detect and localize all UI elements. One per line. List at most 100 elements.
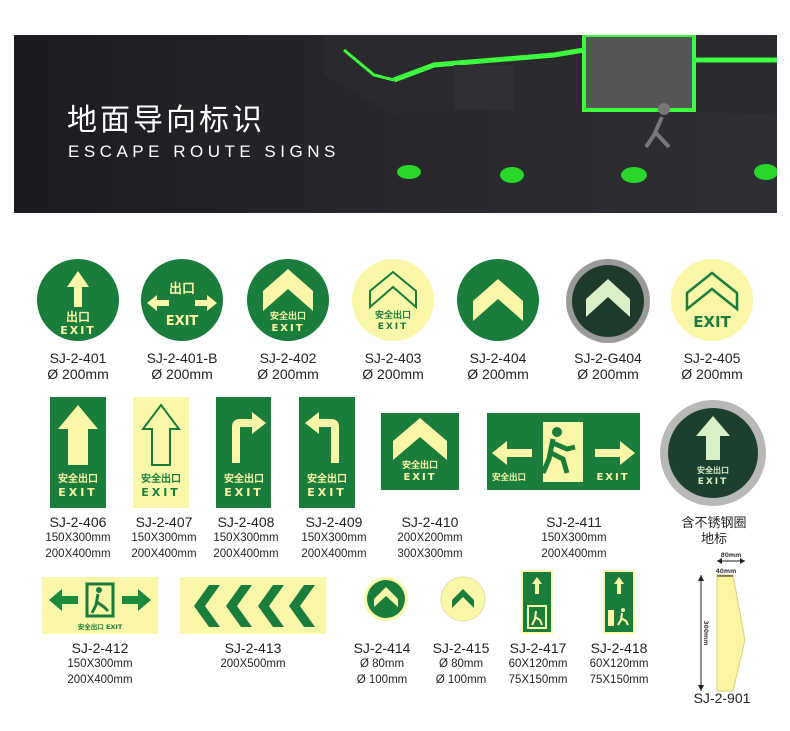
product-code: SJ-2-402 <box>259 350 317 366</box>
sign-text-anquan: 安全出口 <box>402 459 438 471</box>
product-size: 200X400mm <box>541 548 607 560</box>
dimension-width-label: 80mm <box>721 552 742 559</box>
sign-411-image: 安全出口 EXIT <box>487 413 640 490</box>
product-size: 150X300mm <box>213 532 279 544</box>
sign-414-image <box>364 577 408 621</box>
product-label-408: SJ-2-408 150X300mm 200X400mm <box>176 514 316 562</box>
product-size: Ø 100mm <box>435 674 487 686</box>
product-size: 150X300mm <box>301 532 367 544</box>
sign-text-exit: EXIT <box>58 486 98 499</box>
product-code: SJ-2-411 <box>546 514 602 530</box>
caption-line: 地标 <box>700 532 727 547</box>
dimension-top-label: 40mm <box>716 568 737 575</box>
product-label-steel-ring: 含不锈钢圈地标 <box>644 516 784 548</box>
product-size: 60X120mm <box>508 658 568 670</box>
product-code: SJ-2-410 <box>401 514 459 530</box>
product-code: SJ-2-401 <box>49 350 107 366</box>
sign-text-anquan-exit: 安全出口 EXIT <box>78 622 123 631</box>
sign-text-anquan: 安全出口 <box>141 472 181 485</box>
product-code: SJ-2-405 <box>683 350 741 366</box>
sign-text-exit: EXIT <box>60 324 96 337</box>
product-size: Ø 200mm <box>467 366 529 382</box>
product-code: SJ-2-412 <box>71 640 129 656</box>
product-code: SJ-2-414 <box>353 640 411 656</box>
sign-text-exit: EXIT <box>224 486 264 499</box>
product-size: Ø 100mm <box>356 674 408 686</box>
product-code: SJ-2-901 <box>693 690 751 706</box>
sign-text-exit: EXIT <box>698 477 729 487</box>
banner: 地面导向标识 ESCAPE ROUTE SIGNS <box>14 35 777 213</box>
sign-text-chukou: 出口 <box>66 309 90 324</box>
sign-403-image: 安全出口 EXIT <box>352 259 434 341</box>
sign-407-image: 安全出口 EXIT <box>133 397 189 508</box>
product-code: SJ-2-406 <box>49 514 107 530</box>
sign-text-exit: EXIT <box>166 314 199 329</box>
product-size: Ø 200mm <box>47 366 109 382</box>
product-size: 200X400mm <box>213 548 279 560</box>
product-size: 60X120mm <box>589 658 649 670</box>
product-label-409: SJ-2-409 150X300mm 200X400mm <box>264 514 404 562</box>
sign-text-exit: EXIT <box>378 322 409 332</box>
product-size: Ø 200mm <box>257 366 319 382</box>
product-code: SJ-2-407 <box>135 514 193 530</box>
sign-401-image: 出口 EXIT <box>37 259 119 341</box>
sign-text-exit: EXIT <box>693 313 731 331</box>
product-size: 75X150mm <box>589 674 649 686</box>
product-size: Ø 200mm <box>151 366 213 382</box>
product-label-413: SJ-2-413 200X500mm <box>183 640 323 672</box>
sign-408-image: 安全出口 EXIT <box>216 397 271 508</box>
sign-text-chukou: 出口 <box>169 281 195 297</box>
sign-text-anquan: 安全出口 <box>224 472 264 485</box>
product-code: SJ-2-408 <box>217 514 275 530</box>
sign-text-anquan: 安全出口 <box>307 472 347 485</box>
product-size: 200X400mm <box>67 674 133 686</box>
sign-402-image: 安全出口 EXIT <box>247 259 329 341</box>
product-label-406: SJ-2-406 150X300mm 200X400mm <box>8 514 148 562</box>
sign-text-exit: EXIT <box>271 323 304 334</box>
sign-412-image: 安全出口 EXIT <box>42 577 158 634</box>
product-size: 150X300mm <box>541 532 607 544</box>
product-size: Ø 200mm <box>577 366 639 382</box>
banner-subtitle: ESCAPE ROUTE SIGNS <box>68 142 340 161</box>
product-code: SJ-2-418 <box>590 640 648 656</box>
product-label-411: SJ-2-411 150X300mm 200X400mm <box>504 514 644 562</box>
sign-901-dimension-diagram: 80mm 40mm 300mm <box>698 552 746 692</box>
product-size: 200X400mm <box>301 548 367 560</box>
sign-413-image <box>180 577 326 634</box>
sign-text-anquan: 安全出口 <box>58 472 98 485</box>
product-code: SJ-2-413 <box>224 640 282 656</box>
sign-415-image <box>440 576 486 622</box>
product-size: 300X300mm <box>397 548 463 560</box>
product-size: 150X300mm <box>45 532 111 544</box>
dimension-height-label: 300mm <box>702 620 709 645</box>
banner-title: 地面导向标识 <box>67 103 265 138</box>
product-code: SJ-2-G404 <box>574 350 642 366</box>
product-size: Ø 200mm <box>362 366 424 382</box>
sign-text-anquan: 安全出口 <box>492 472 526 483</box>
sign-steel-ring-image: 安全出口 EXIT <box>660 400 766 506</box>
sign-text-exit: EXIT <box>596 472 629 483</box>
product-code: SJ-2-415 <box>432 640 490 656</box>
sign-409-image: 安全出口 EXIT <box>299 397 355 508</box>
sign-text-anquan: 安全出口 <box>697 465 729 475</box>
product-size: Ø 80mm <box>438 658 484 670</box>
sign-405-image: EXIT <box>671 259 753 341</box>
sign-text-exit: EXIT <box>141 486 181 499</box>
product-code: SJ-2-417 <box>509 640 567 656</box>
product-label-901: SJ-2-901 <box>652 690 790 706</box>
banner-scene-illustration <box>324 35 777 183</box>
product-code: SJ-2-409 <box>305 514 363 530</box>
product-label-415: SJ-2-415 Ø 80mm Ø 100mm <box>391 640 531 688</box>
product-label-418: SJ-2-418 60X120mm 75X150mm <box>549 640 689 688</box>
product-size: 200X400mm <box>45 548 111 560</box>
product-size: 200X500mm <box>220 658 286 670</box>
